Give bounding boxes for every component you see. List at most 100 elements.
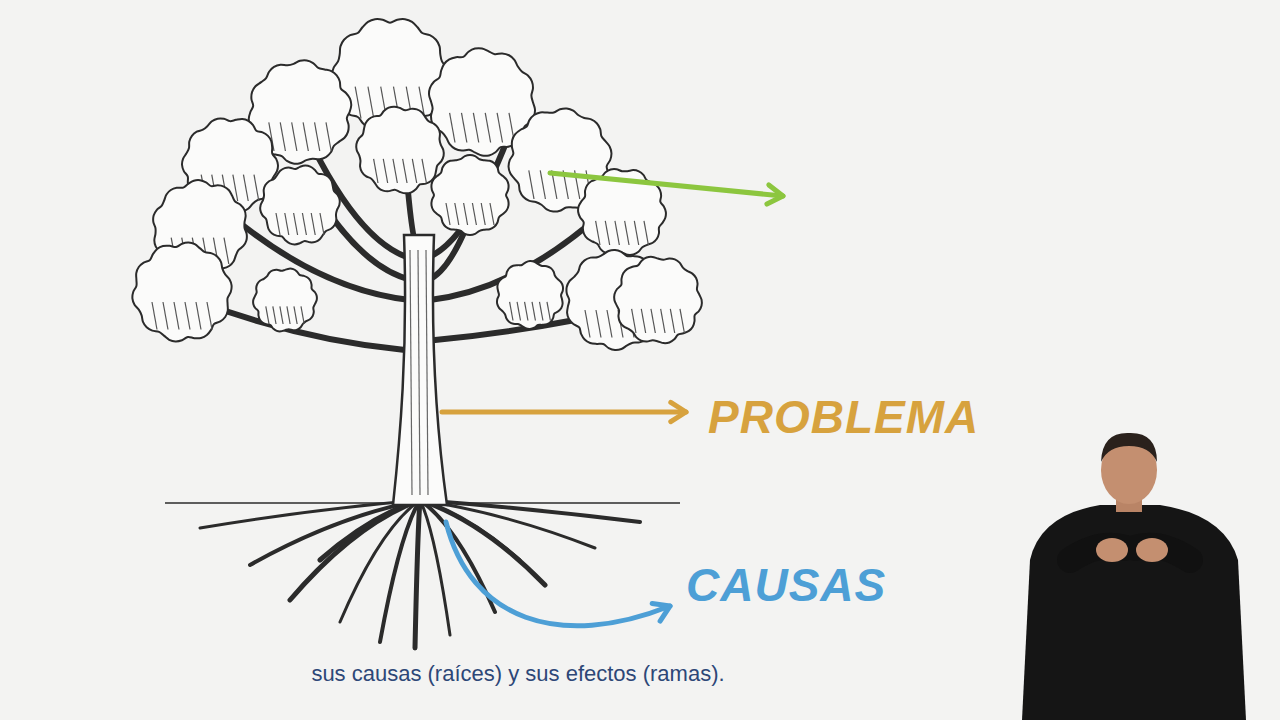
- foliage-hatch: [368, 87, 374, 119]
- root-line: [415, 500, 420, 648]
- foliage-hatch: [525, 302, 528, 321]
- foliage-hatch: [276, 213, 280, 235]
- foliage-hatch: [464, 203, 468, 225]
- foliage-hatch: [287, 306, 290, 324]
- interpreter-body: [1022, 505, 1246, 720]
- foliage-hatch: [446, 203, 450, 225]
- foliage-hatch: [294, 213, 298, 235]
- foliage-hatch: [481, 203, 485, 225]
- foliage-hatch: [280, 122, 285, 151]
- foliage-hatch: [403, 159, 407, 183]
- foliage-outline: [253, 269, 317, 332]
- foliage-hatch: [163, 302, 168, 330]
- foliage-hatch: [472, 203, 476, 225]
- foliage-hatch: [607, 310, 612, 338]
- foliage-hatch: [615, 221, 619, 245]
- foliage-hatch: [510, 302, 513, 321]
- foliage-hatch: [596, 221, 600, 245]
- foliage-outline: [497, 261, 563, 329]
- foliage-clump: [260, 166, 340, 245]
- foliage-hatch: [224, 238, 229, 264]
- foliage-hatch: [301, 306, 304, 324]
- foliage-hatch: [280, 306, 283, 324]
- causes-arrow: [446, 522, 670, 626]
- foliage-outline: [431, 155, 508, 235]
- caption-text: sus causas (raíces) y sus efectos (ramas…: [311, 661, 724, 687]
- foliage-hatch: [529, 170, 534, 199]
- foliage-hatch: [634, 221, 638, 245]
- interpreter-hand: [1136, 538, 1168, 562]
- foliage-hatch: [532, 302, 535, 321]
- foliage-hatch: [422, 159, 426, 183]
- foliage-hatch: [266, 306, 269, 324]
- foliage-hatch: [485, 113, 490, 143]
- foliage-hatch: [632, 309, 636, 333]
- trunk-hatch: [418, 250, 420, 495]
- foliage-hatch: [303, 122, 308, 151]
- effects-arrow-head: [767, 185, 783, 204]
- foliage-hatch: [540, 302, 543, 321]
- problem-arrow-head: [671, 402, 686, 421]
- foliage-clump: [497, 261, 563, 329]
- foliage-hatch: [651, 309, 655, 333]
- interpreter-hand: [1096, 538, 1128, 562]
- foliage-outline: [260, 166, 340, 245]
- foliage-hatch: [540, 170, 545, 199]
- foliage-hatch: [311, 213, 315, 235]
- foliage-hatch: [490, 203, 494, 225]
- foliage-hatch: [383, 159, 387, 183]
- foliage-hatch: [517, 302, 520, 321]
- trunk-hatch: [410, 250, 412, 495]
- foliage-hatch: [294, 306, 297, 324]
- foliage-hatch: [355, 87, 361, 119]
- sign-interpreter: [1022, 433, 1246, 720]
- foliage-hatch: [174, 302, 179, 330]
- foliage-hatch: [625, 221, 629, 245]
- foliage-hatch: [326, 122, 331, 151]
- root-line: [420, 500, 520, 560]
- interpreter-arms: [1070, 546, 1190, 560]
- causes-label: CAUSAS: [686, 562, 886, 608]
- foliage-hatch: [644, 221, 648, 245]
- foliage-hatch: [243, 175, 248, 201]
- foliage-outline: [614, 257, 702, 343]
- foliage-hatch: [670, 309, 674, 333]
- foliage-hatch: [605, 221, 609, 245]
- foliage-hatch: [320, 213, 324, 235]
- foliage-clump: [614, 257, 702, 343]
- foliage-hatch: [473, 113, 478, 143]
- root-line: [320, 500, 420, 560]
- tree-trunk: [393, 235, 447, 505]
- foliage-clump: [253, 269, 317, 332]
- problem-arrow: [442, 410, 686, 415]
- trunk-hatch: [426, 250, 428, 495]
- foliage-hatch: [185, 302, 190, 330]
- trunk-hatching: [410, 250, 428, 495]
- foliage-hatch: [412, 159, 416, 183]
- foliage-hatch: [461, 113, 466, 143]
- foliage-outline: [132, 243, 231, 342]
- foliage-hatch: [315, 122, 320, 151]
- foliage-hatch: [207, 302, 212, 330]
- foliage-hatch: [196, 302, 201, 330]
- foliage-clump: [132, 243, 231, 342]
- foliage-hatch: [374, 159, 378, 183]
- foliage-outline: [356, 107, 444, 194]
- foliage-hatch: [273, 306, 276, 324]
- foliage-hatch: [596, 310, 601, 338]
- foliage-hatch: [547, 302, 550, 321]
- foliage-hatch: [450, 113, 455, 143]
- foliage-hatch: [585, 310, 590, 338]
- foliage-hatch: [285, 213, 289, 235]
- foliage-hatch: [393, 159, 397, 183]
- interpreter-hair: [1101, 433, 1157, 462]
- foliage-clump: [431, 155, 508, 235]
- causes-arrow-head: [652, 603, 670, 621]
- foliage-hatch: [641, 309, 645, 333]
- problem-label: PROBLEMA: [708, 394, 979, 440]
- foliage-hatch: [254, 175, 259, 201]
- foliage-hatch: [302, 213, 306, 235]
- effects-arrow: [550, 173, 783, 196]
- foliage-hatch: [152, 302, 157, 330]
